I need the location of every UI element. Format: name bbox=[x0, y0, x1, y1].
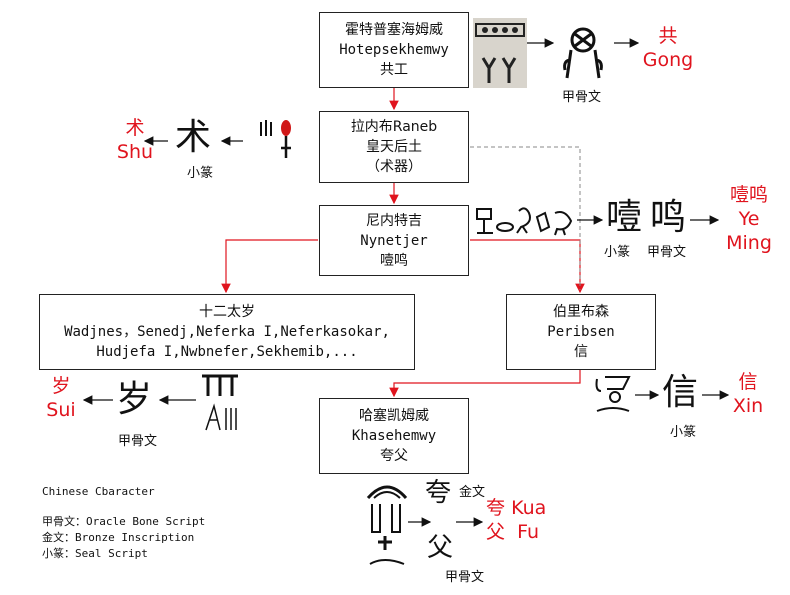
box-twelve: 十二太岁 Wadjnes，Senedj,Neferka I,Neferkasok… bbox=[39, 294, 415, 370]
box-hotep-en: Hotepsekhemwy bbox=[339, 42, 449, 58]
box-nynetjer-en: Nynetjer bbox=[360, 232, 428, 249]
gong-oracle-glyph bbox=[563, 27, 603, 79]
edge-peribsen-khasekhemwy bbox=[389, 370, 581, 398]
box-nynetjer: 尼内特吉 Nynetjer 噎鸣 bbox=[319, 205, 469, 276]
label-jiaguwen-ming: 甲骨文 bbox=[647, 245, 687, 260]
box-khase-cn: 哈塞凯姆威 bbox=[359, 408, 429, 424]
shu-hieroglyph bbox=[260, 120, 291, 158]
sui-hieroglyph bbox=[202, 374, 238, 431]
legend: Chinese Cbaracter 甲骨文：Oracle Bone Script… bbox=[42, 484, 205, 562]
box-nynetjer-gloss: 噎鸣 bbox=[380, 252, 408, 269]
result-gong-cn: 共 bbox=[658, 25, 678, 47]
result-kua-cn: 夸 bbox=[486, 497, 506, 519]
box-peribsen-gloss: 信 bbox=[574, 344, 588, 360]
box-peribsen: 伯里布森 Peribsen 信 bbox=[506, 294, 656, 370]
legend-seal: 小篆：Seal Script bbox=[42, 547, 148, 560]
result-fu-en: Fu bbox=[517, 521, 540, 543]
label-xiaozhuan-xin: 小篆 bbox=[670, 425, 697, 440]
result-shu-en: Shu bbox=[116, 141, 154, 163]
box-peribsen-en: Peribsen bbox=[547, 324, 615, 340]
label-xiaozhuan-ye: 小篆 bbox=[604, 245, 631, 260]
box-khase-en: Khasehemwy bbox=[351, 428, 437, 444]
legend-oracle: 甲骨文：Oracle Bone Script bbox=[42, 515, 206, 528]
ye-seal-glyph: 噎 bbox=[606, 197, 643, 238]
shu-seal-glyph: 术 bbox=[175, 117, 212, 158]
result-xin-cn: 信 bbox=[738, 371, 758, 393]
box-khasekhemwy: 哈塞凯姆威 Khasehemwy 夸父 bbox=[319, 398, 469, 474]
result-xin: 信 Xin bbox=[725, 370, 771, 418]
result-kua: 夸 Kua 父 Fu bbox=[486, 496, 566, 544]
result-fu-cn: 父 bbox=[486, 521, 506, 543]
legend-bronze: 金文：Bronze Inscription bbox=[42, 531, 195, 544]
result-yeming: 噎鸣 Ye Ming bbox=[718, 183, 780, 255]
box-nynetjer-cn: 尼内特吉 bbox=[366, 212, 422, 229]
box-raneb-cn: 拉内布Raneb bbox=[350, 119, 438, 135]
box-raneb: 拉内布Raneb 皇天后土 （术器） bbox=[319, 111, 469, 183]
result-shu: 术 Shu bbox=[110, 116, 160, 164]
edge-raneb-peribsen-dashed bbox=[470, 146, 581, 290]
label-jiaguwen-fu: 甲骨文 bbox=[445, 570, 485, 585]
legend-title: Chinese Cbaracter bbox=[42, 485, 155, 498]
result-sui-en: Sui bbox=[46, 399, 76, 421]
label-jiaguwen-sui: 甲骨文 bbox=[118, 434, 158, 449]
yeming-hieroglyphs bbox=[476, 207, 573, 236]
fu-oracle-glyph: 父 bbox=[427, 533, 454, 563]
result-kua-en: Kua bbox=[511, 497, 547, 519]
result-yeming-en2: Ming bbox=[726, 232, 772, 254]
serekh-hotep-hieroglyph bbox=[473, 18, 527, 88]
result-gong: 共 Gong bbox=[640, 24, 696, 72]
box-twelve-line2: Hudjefa I,Nwbnefer,Sekhemib,... bbox=[96, 344, 358, 360]
edge-nynetjer-twelve bbox=[221, 239, 318, 294]
result-xin-en: Xin bbox=[732, 395, 764, 417]
box-khase-gloss: 夸父 bbox=[380, 448, 408, 464]
kua-bronze-glyph: 夸 bbox=[425, 478, 452, 508]
result-gong-en: Gong bbox=[642, 49, 694, 71]
result-sui-cn: 岁 bbox=[51, 375, 71, 397]
result-yeming-cn: 噎鸣 bbox=[729, 184, 768, 206]
result-sui: 岁 Sui bbox=[38, 374, 84, 422]
label-jinwen-kua: 金文 bbox=[459, 485, 486, 500]
result-shu-cn: 术 bbox=[125, 117, 145, 139]
result-yeming-en1: Ye bbox=[738, 208, 760, 230]
kuafu-hieroglyph bbox=[366, 485, 408, 565]
sui-oracle-glyph: 岁 bbox=[116, 379, 153, 420]
xin-hieroglyph bbox=[595, 376, 631, 412]
box-twelve-cn: 十二太岁 bbox=[199, 304, 255, 320]
box-raneb-gloss1: 皇天后土 bbox=[366, 139, 422, 155]
label-xiaozhuan-shu: 小篆 bbox=[187, 166, 214, 181]
box-peribsen-cn: 伯里布森 bbox=[553, 304, 609, 320]
ming-oracle-glyph: 鸣 bbox=[650, 197, 687, 238]
xin-seal-glyph: 信 bbox=[662, 372, 699, 413]
box-hotepsekhemwy: 霍特普塞海姆威 Hotepsekhemwy 共工 bbox=[319, 12, 469, 88]
label-jiaguwen-gong: 甲骨文 bbox=[562, 90, 602, 105]
box-raneb-gloss2: （术器） bbox=[366, 159, 422, 175]
box-twelve-line1: Wadjnes，Senedj,Neferka I,Neferkasokar, bbox=[64, 324, 390, 340]
box-hotep-cn: 霍特普塞海姆威 bbox=[345, 22, 443, 38]
edge-nynetjer-peribsen bbox=[470, 239, 585, 294]
box-hotep-gloss: 共工 bbox=[380, 62, 408, 78]
